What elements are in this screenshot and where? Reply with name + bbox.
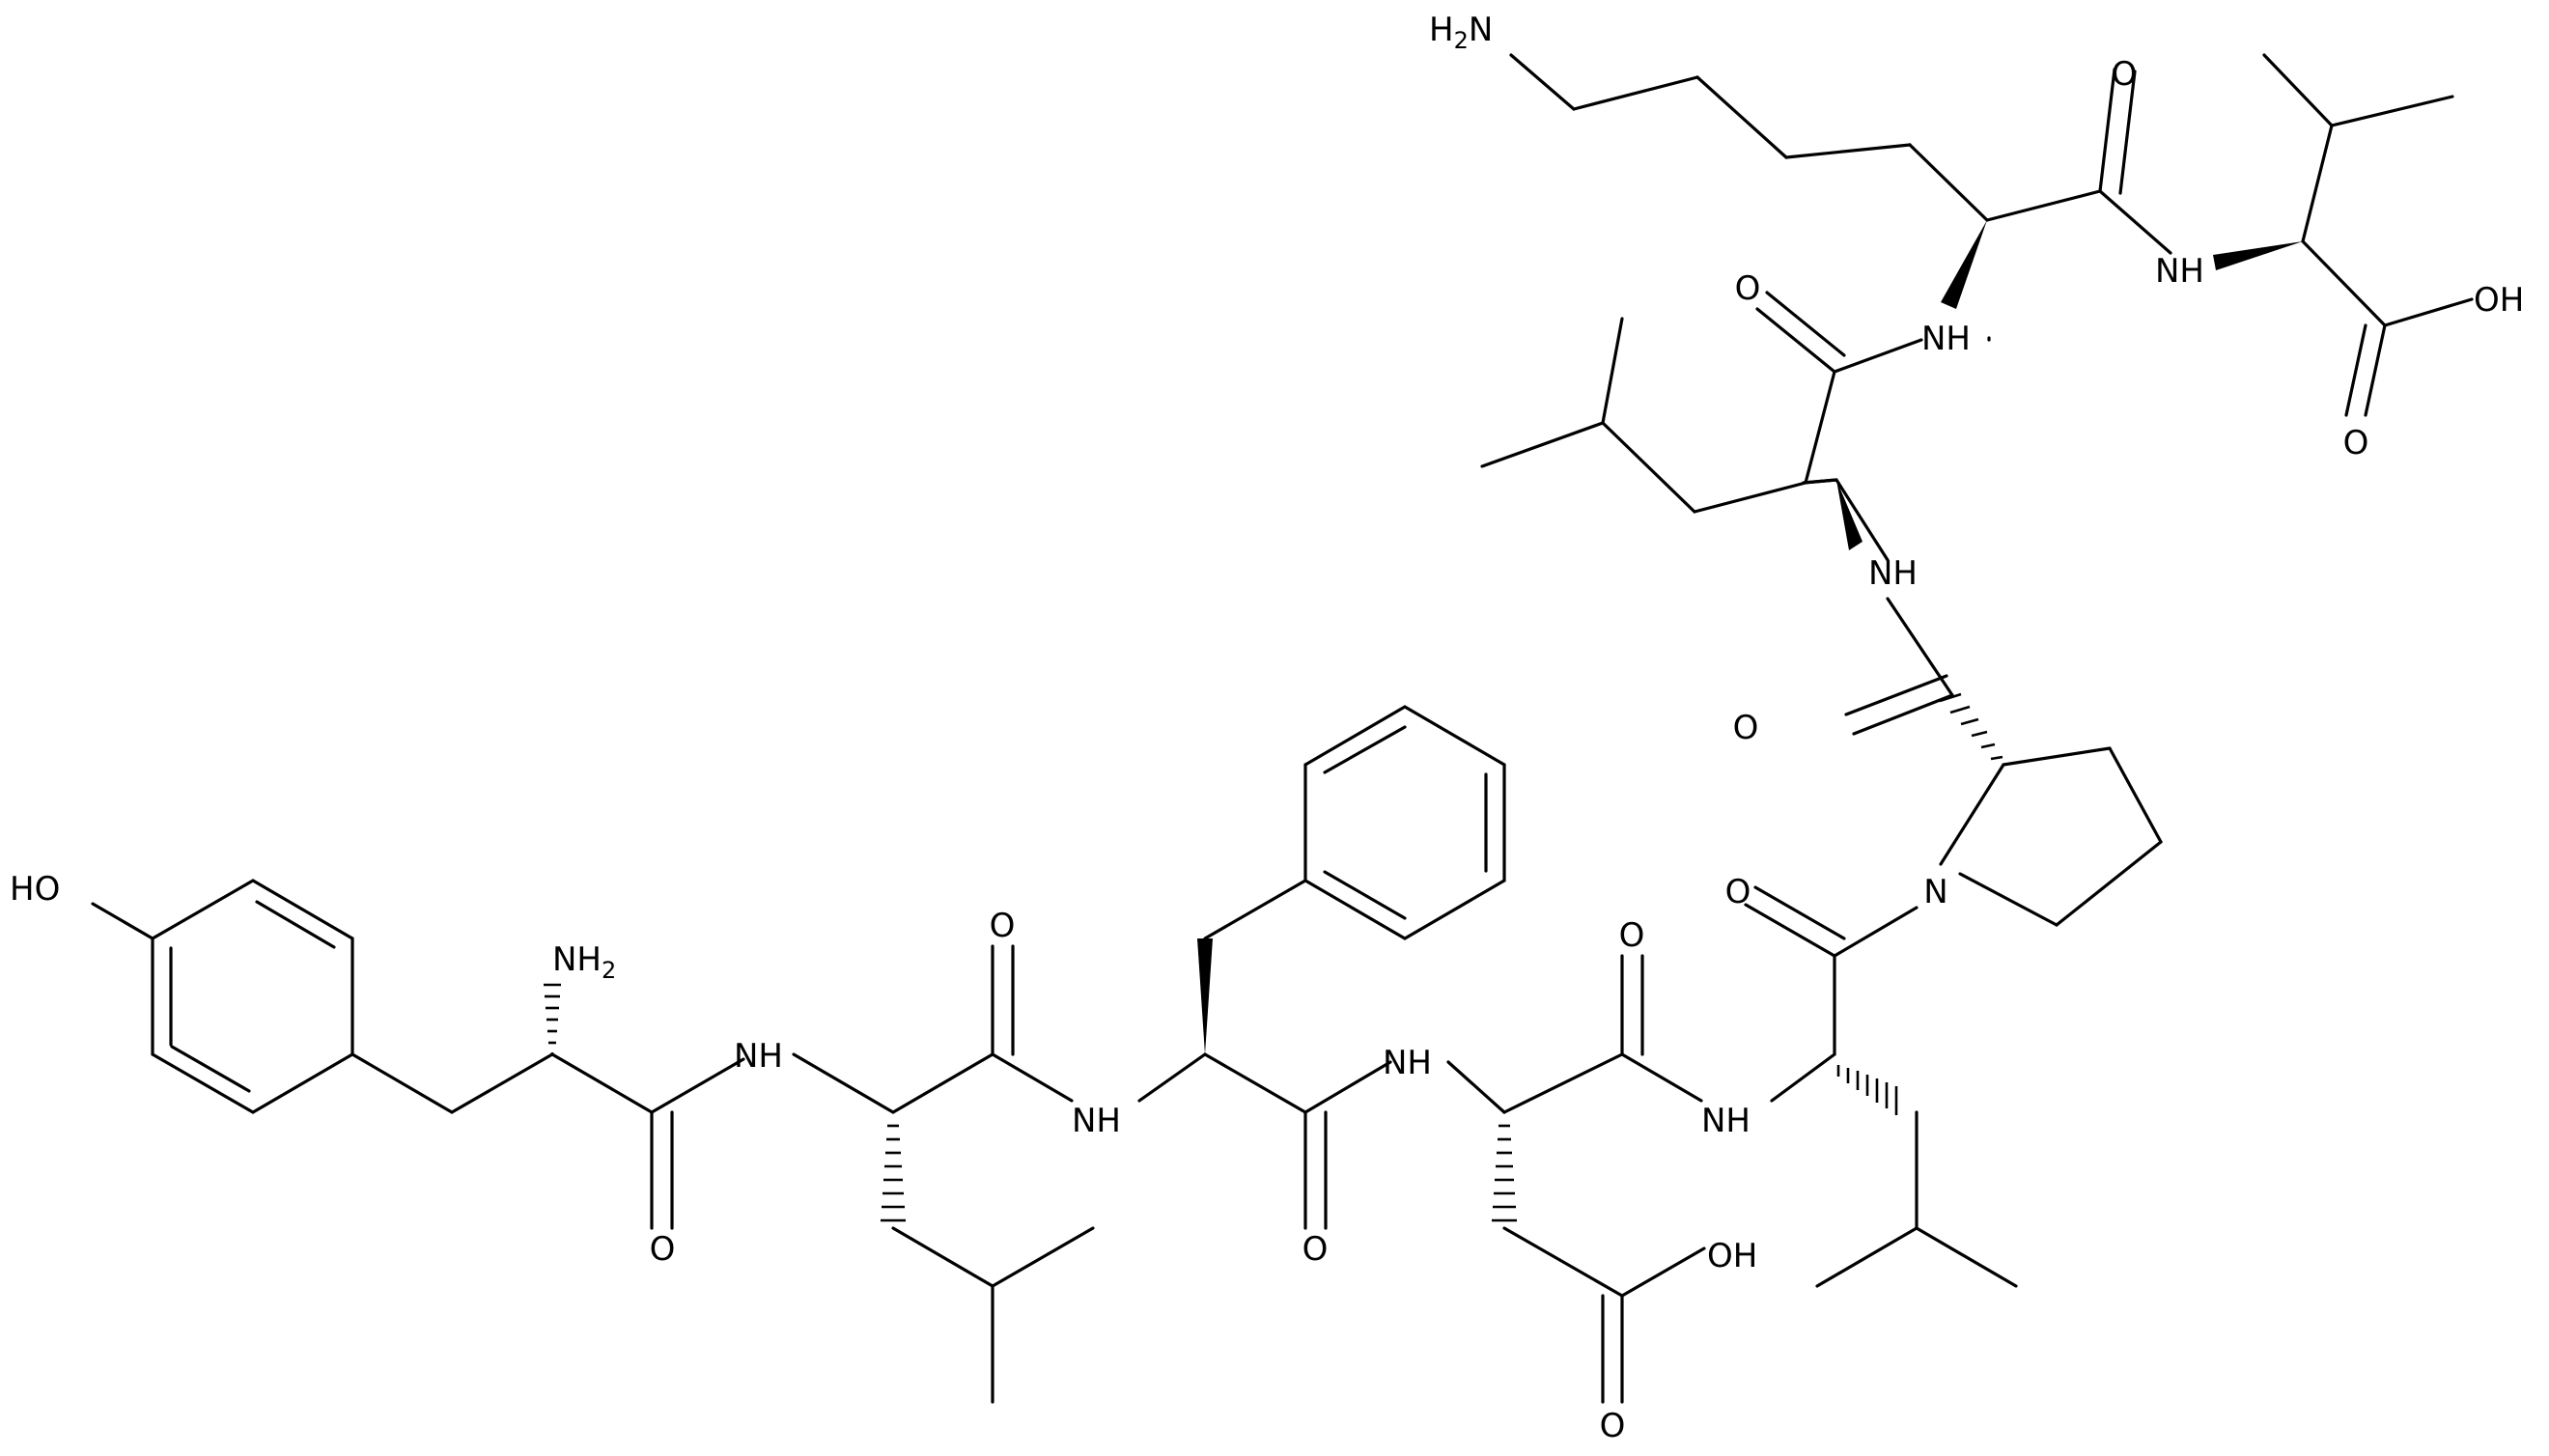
amide-nh-1: NH — [734, 1037, 783, 1076]
tyrosine-ring — [91, 879, 554, 1114]
proline-ring — [1939, 746, 2163, 927]
amide-nh-3: NH — [1383, 1044, 1432, 1082]
amide-nh-6: NH — [1921, 320, 1971, 358]
phenyl-ring — [1303, 705, 1506, 940]
carbonyl-o-1: O — [650, 1230, 676, 1269]
carbonyl-o-2: O — [990, 907, 1016, 945]
amide-nh-4: NH — [1701, 1102, 1751, 1140]
amide-nh-7: NH — [2155, 252, 2204, 291]
amide-nh-5: NH — [1868, 554, 1918, 593]
asp-alpha-hash — [1492, 1124, 1517, 1222]
carboxyl-o-asp: O — [1600, 1407, 1626, 1445]
amide-nh-2: NH — [1072, 1102, 1121, 1140]
carboxyl-oh-val: OH — [2474, 281, 2524, 320]
carbonyl-o-8: O — [2112, 55, 2138, 94]
carbonyl-o-7: O — [1735, 269, 1761, 308]
proline-n: N — [1923, 873, 1947, 911]
atom-labels: HO NH2 O NH O NH O NH O OH O NH O N O NH… — [10, 11, 2524, 1445]
leu1-alpha-hash — [881, 1124, 906, 1222]
amine-label-lys: H2N — [1429, 11, 1493, 54]
tyr-alpha-hash — [544, 983, 561, 1054]
hydroxyl-label-tyr: HO — [10, 870, 60, 909]
leu2-alpha-hash — [1836, 1065, 1898, 1115]
carbonyl-o-5: O — [1725, 873, 1751, 911]
carbonyl-o-4: O — [1619, 916, 1645, 955]
carboxyl-o-val: O — [2343, 424, 2369, 462]
carbonyl-o-6: O — [1733, 709, 1759, 747]
amine-label-tyr: NH2 — [552, 940, 616, 984]
carboxyl-oh-asp: OH — [1707, 1237, 1757, 1275]
pro-alpha-hash — [1939, 692, 2003, 761]
carbonyl-o-3: O — [1303, 1230, 1329, 1269]
